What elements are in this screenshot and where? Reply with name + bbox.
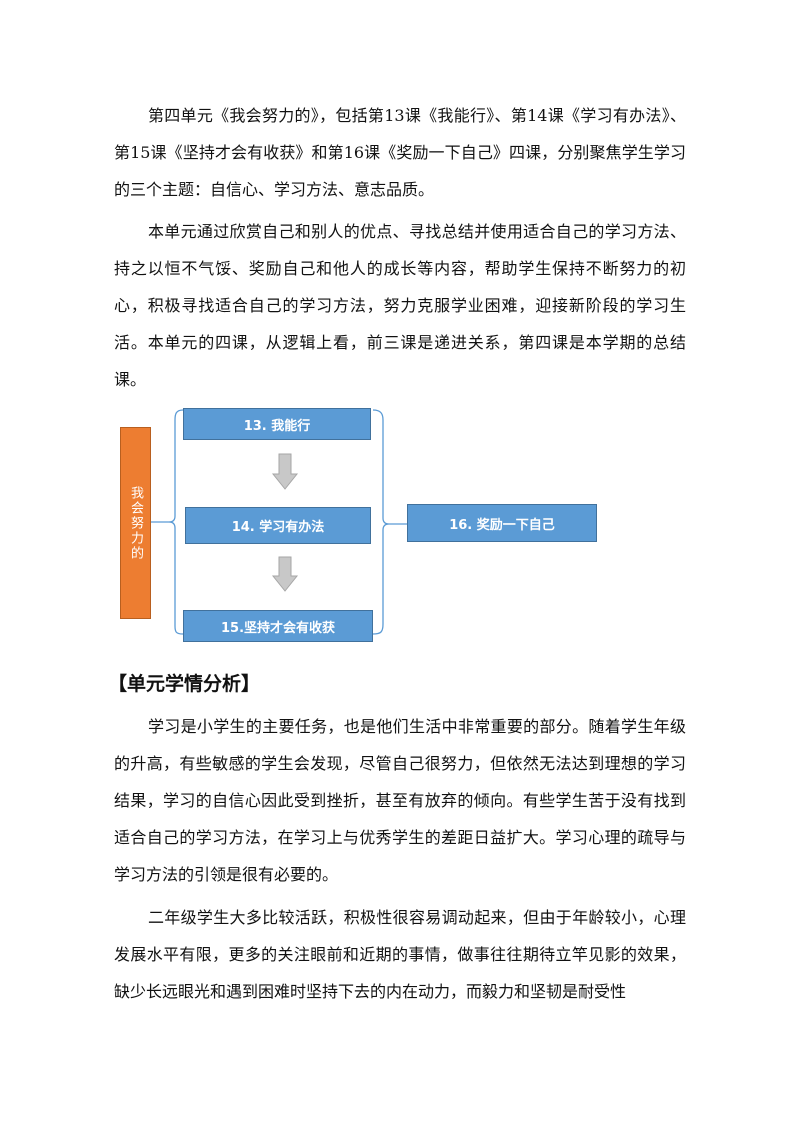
section-heading-learning-analysis: 【单元学情分析】 bbox=[108, 673, 261, 695]
lesson-15-box: 15.坚持才会有收获 bbox=[183, 610, 373, 642]
left-brace bbox=[168, 409, 184, 635]
lesson-14-label: 14. 学习有办法 bbox=[231, 520, 325, 535]
lesson-16-label: 16. 奖励一下自己 bbox=[449, 517, 555, 533]
unit-label: 我会努力的 bbox=[128, 485, 143, 561]
lesson-13-label: 13. 我能行 bbox=[243, 418, 311, 434]
paragraph-unit-content: 本单元通过欣赏自己和别人的优点、寻找总结并使用适合自己的学习方法、持之以恒不气馁… bbox=[114, 222, 686, 389]
lesson-13-box: 13. 我能行 bbox=[183, 408, 371, 440]
paragraph-learning-analysis: 学习是小学生的主要任务，也是他们生活中非常重要的部分。随着学生年级的升高，有些敏… bbox=[114, 717, 686, 884]
down-arrow-icon bbox=[271, 556, 299, 592]
paragraph-unit-overview: 第四单元《我会努力的》，包括第13课《我能行》、第14课《学习有办法》、第15课… bbox=[114, 106, 686, 199]
lesson-16-box: 16. 奖励一下自己 bbox=[407, 504, 597, 542]
lesson-14-box: 14. 学习有办法 bbox=[185, 507, 371, 544]
paragraph-student-traits: 二年级学生大多比较活跃，积极性很容易调动起来，但由于年龄较小，心理发展水平有限，… bbox=[114, 908, 686, 1001]
down-arrow-icon bbox=[271, 453, 299, 490]
right-brace bbox=[372, 409, 390, 635]
lesson-15-label: 15.坚持才会有收获 bbox=[220, 620, 336, 636]
unit-box: 我会努力的 bbox=[120, 427, 151, 619]
